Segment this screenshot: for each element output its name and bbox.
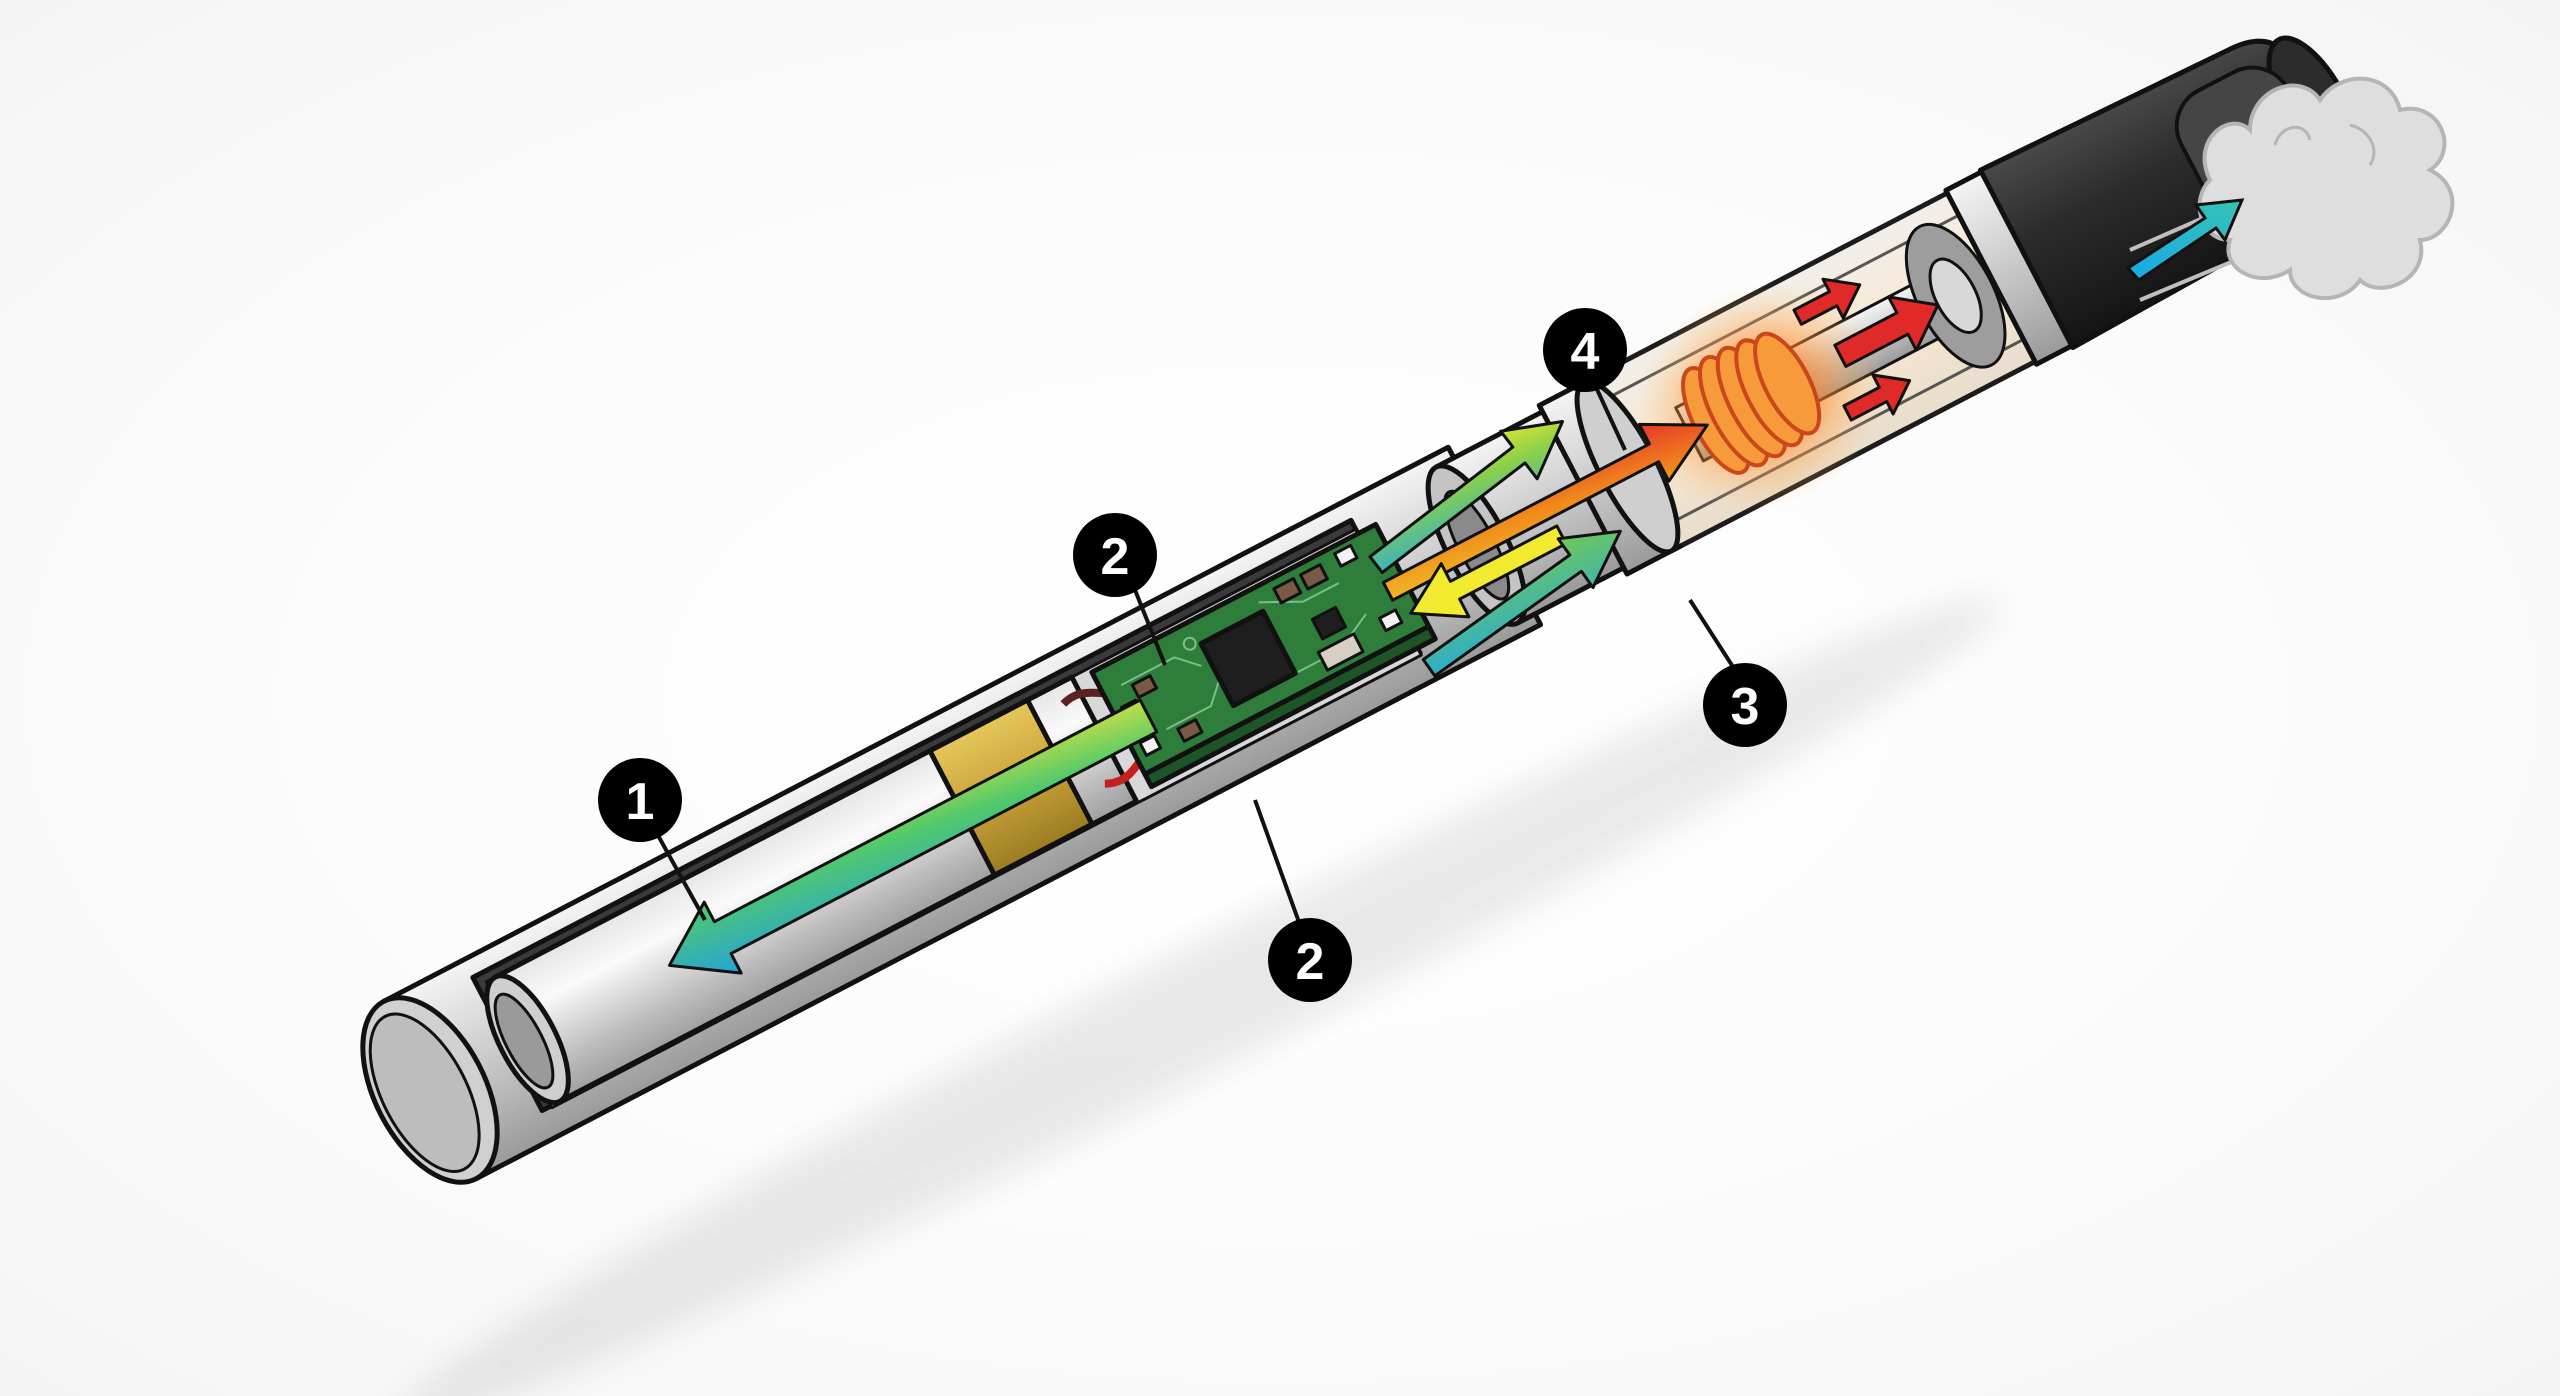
callout-4: 4 bbox=[1543, 308, 1627, 392]
callout-leaders bbox=[653, 384, 1737, 926]
heating-coil bbox=[1634, 282, 1887, 512]
capacitor bbox=[1272, 577, 1303, 605]
sensor bbox=[1316, 632, 1365, 672]
callout-4-label: 4 bbox=[1571, 323, 1600, 381]
vapor-out-arrow bbox=[2125, 198, 2245, 282]
circuit-board bbox=[1089, 521, 1438, 790]
callout-3-label: 3 bbox=[1731, 678, 1760, 736]
callout-2-bottom-label: 2 bbox=[1296, 933, 1325, 991]
callout-2-top-label: 2 bbox=[1101, 528, 1130, 586]
callout-1: 1 bbox=[598, 758, 682, 842]
callout-2-top: 2 bbox=[1073, 513, 1157, 597]
current-to-battery-arrow bbox=[667, 698, 1159, 975]
callout-2-bottom: 2 bbox=[1268, 918, 1352, 1002]
microchip bbox=[1198, 608, 1298, 709]
transistor bbox=[1310, 605, 1348, 641]
vapor-cloud bbox=[2129, 76, 2455, 302]
signal-arrows bbox=[1368, 420, 1622, 678]
device-shadow bbox=[397, 597, 2003, 1396]
heat-arrows bbox=[1792, 277, 1940, 422]
callout-3: 3 bbox=[1703, 663, 1787, 747]
callout-1-label: 1 bbox=[626, 773, 655, 831]
